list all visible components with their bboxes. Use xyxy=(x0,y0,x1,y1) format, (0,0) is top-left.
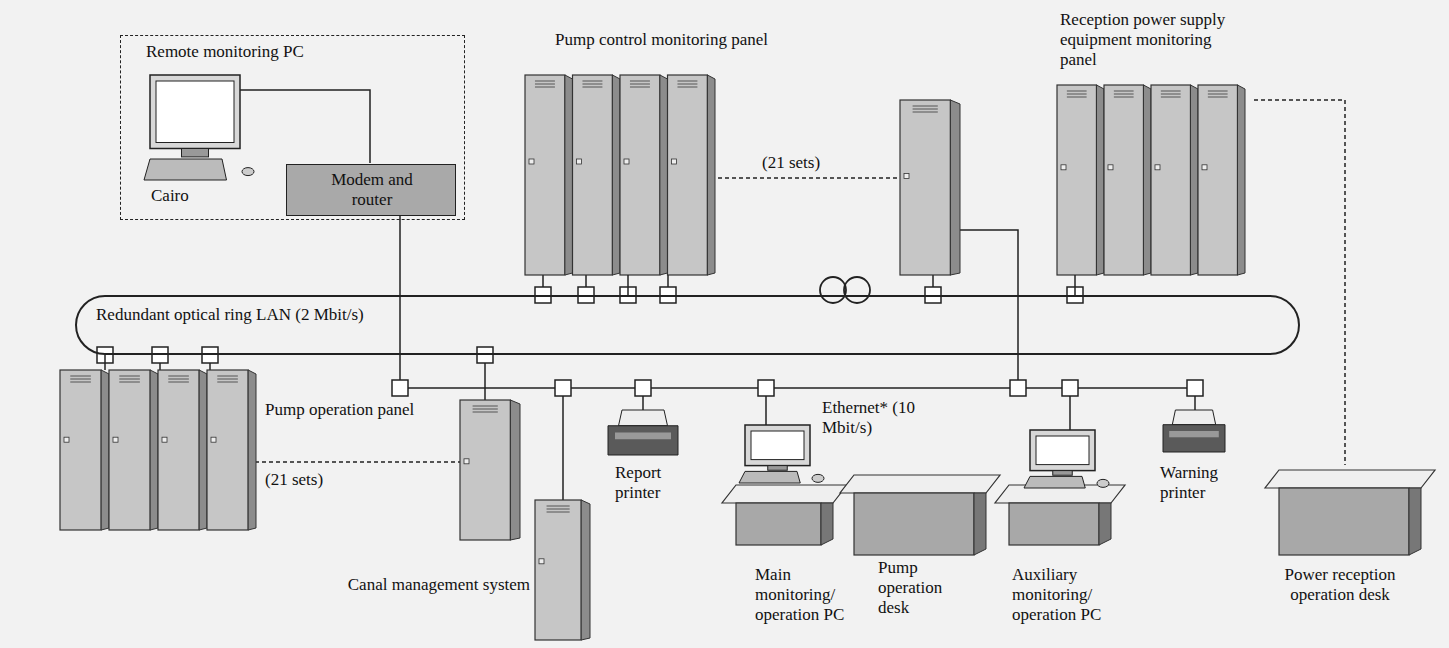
panel-group: Pump control monitoring panel xyxy=(520,30,820,275)
node-label: Remote monitoring PC xyxy=(146,42,304,62)
desk-unit: Power reception operation desk xyxy=(1235,465,1445,609)
panel-group: Reception power supply equipment monitor… xyxy=(1055,10,1254,275)
modem-box: Modem and router xyxy=(286,164,456,216)
pc-unit: Auxiliary monitoring/ operation PC xyxy=(995,420,1126,645)
pump-control-cabinets xyxy=(525,75,715,275)
pump-operation-cabinets xyxy=(60,370,256,530)
cabinet-bus-wire xyxy=(960,230,1018,388)
ring-tap xyxy=(392,380,408,396)
site-region: Remote monitoring PC Cairo Modem and route… xyxy=(120,35,465,220)
ring-tap xyxy=(758,380,774,396)
cabinet-unit: Canal management system xyxy=(320,500,595,640)
fiber-coil-symbol xyxy=(820,277,870,303)
connector xyxy=(1254,100,1345,465)
ring-tap xyxy=(1010,380,1026,396)
node-label: Redundant optical ring LAN (2 Mbit/s) xyxy=(92,305,368,325)
main-pc-icon xyxy=(739,425,824,483)
ring-tap xyxy=(555,380,571,396)
ring-tap xyxy=(635,380,651,396)
connector xyxy=(104,355,106,370)
pc-unit: Main monitoring/ operation PC xyxy=(720,420,859,645)
modem-drop-wire xyxy=(399,215,401,388)
node-label: Pump operation desk xyxy=(878,558,958,618)
node-label: Modem and router xyxy=(317,170,427,210)
connector xyxy=(1074,275,1076,295)
ring-tap xyxy=(202,347,218,363)
node-label: Pump control monitoring panel xyxy=(555,30,768,50)
report-printer-icon xyxy=(608,410,678,455)
connector xyxy=(627,275,629,295)
canal-cabinet xyxy=(535,500,590,640)
remote-pc-wire xyxy=(240,90,370,163)
node-label: Reception power supply equipment monitor… xyxy=(1060,10,1250,70)
main-pc-desk xyxy=(722,485,847,545)
printer-unit: Report printer xyxy=(600,405,695,515)
ring-tap xyxy=(1187,380,1203,396)
ring-lan: Redundant optical ring LAN (2 Mbit/s) xyxy=(75,295,1300,355)
remote-pc-icon xyxy=(144,75,254,180)
pump-operation-cabinet xyxy=(460,400,520,540)
warning-printer-icon xyxy=(1163,410,1225,452)
set-count: (21 sets) xyxy=(762,153,820,173)
aux-pc-desk xyxy=(995,485,1125,545)
set-dash xyxy=(255,461,460,463)
ring-tap xyxy=(152,347,168,363)
set-count: (21 sets) xyxy=(265,470,323,490)
reception-cabinets xyxy=(1057,85,1245,275)
node-label: Cairo xyxy=(151,186,189,206)
canal-bus-wire xyxy=(562,388,564,500)
node-label: Canal management system xyxy=(320,575,530,595)
ring-tap xyxy=(1062,380,1078,396)
node-label: Auxiliary monitoring/ operation PC xyxy=(1012,565,1122,625)
pump-desk xyxy=(840,475,1000,555)
node-label: Warning printer xyxy=(1160,463,1235,503)
node-label: Power reception operation desk xyxy=(1275,565,1405,605)
power-desk xyxy=(1265,470,1435,555)
set-dash xyxy=(718,177,900,179)
pump-control-cabinet xyxy=(900,100,960,275)
panel-group: Pump operation panel xyxy=(60,370,460,540)
printer-unit: Warning printer xyxy=(1155,405,1240,510)
desk-unit: Pump operation desk xyxy=(840,470,1000,630)
node-label: Report printer xyxy=(615,463,690,503)
node-label: Main monitoring/ operation PC xyxy=(755,565,855,625)
network-label: Ethernet* (10 Mbit/s) xyxy=(822,398,917,438)
ring-tap xyxy=(477,347,493,363)
node-label: Pump operation panel xyxy=(265,400,415,420)
aux-pc-icon xyxy=(1024,430,1109,488)
